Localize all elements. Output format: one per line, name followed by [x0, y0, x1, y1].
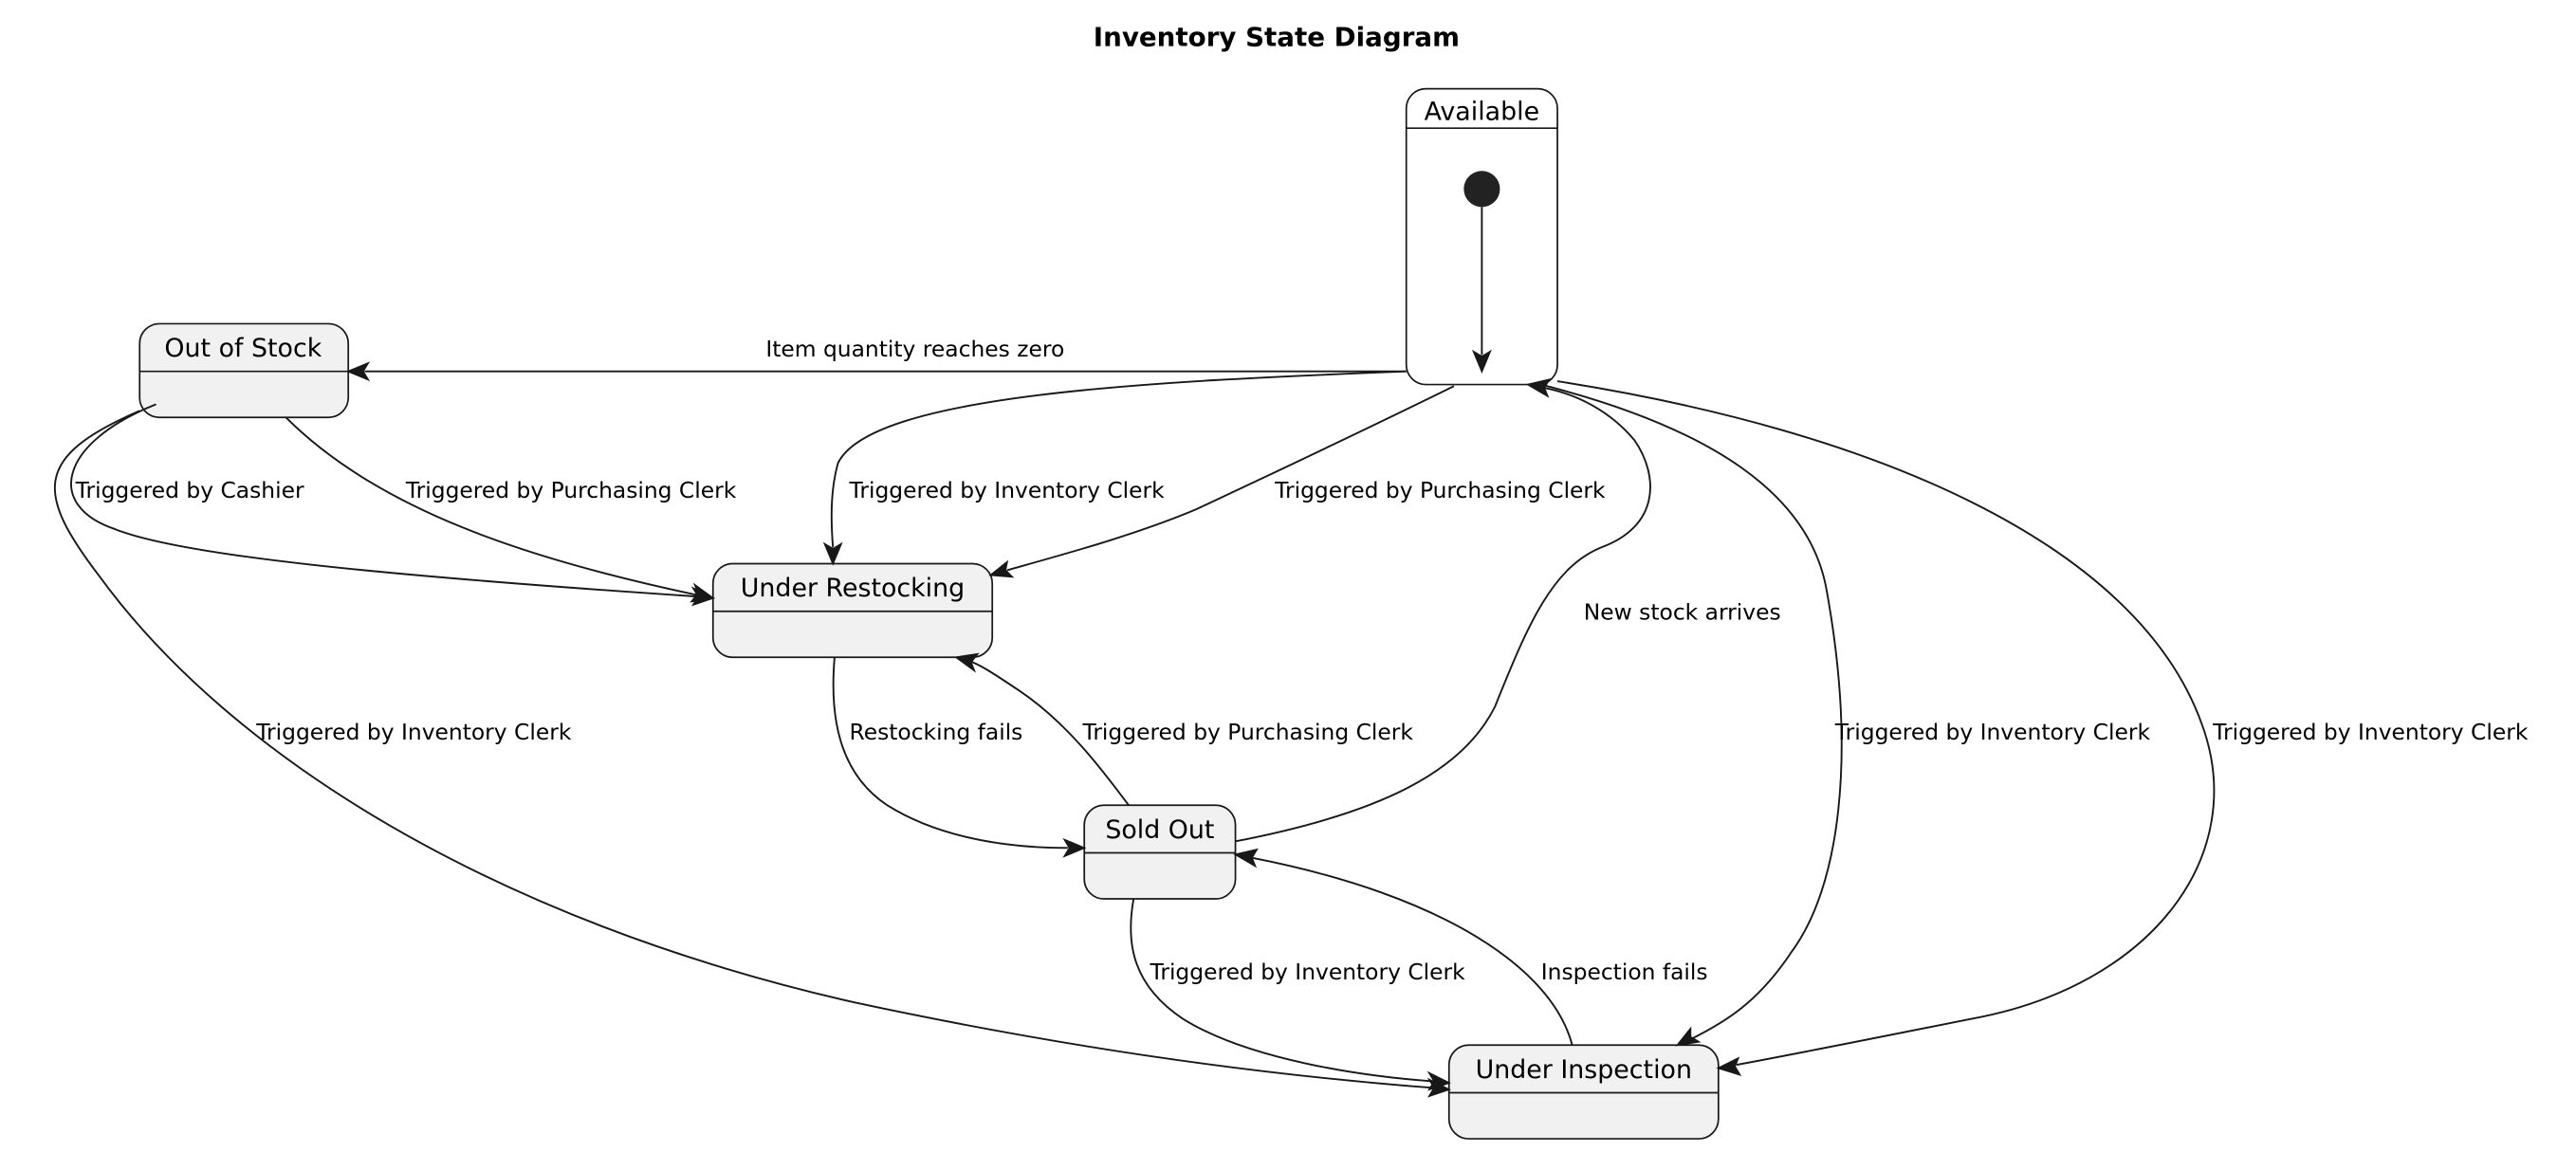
- transition-label: Inspection fails: [1541, 959, 1708, 985]
- transition-label: Triggered by Inventory Clerk: [849, 477, 1166, 503]
- transition-label: Item quantity reaches zero: [765, 336, 1064, 362]
- transition-restocking-soldout: Restocking fails: [832, 657, 1087, 858]
- transition-label: Triggered by Purchasing Clerk: [405, 477, 737, 503]
- transition-available-out-of-stock: Item quantity reaches zero: [345, 336, 1407, 382]
- transition-label: Triggered by Purchasing Clerk: [1274, 477, 1606, 503]
- initial-transition-arrowhead: [1471, 349, 1492, 374]
- state-sold-out-label: Sold Out: [1105, 815, 1214, 845]
- transition-label: Triggered by Inventory Clerk: [1150, 959, 1466, 985]
- transition-soldout-available: New stock arrives: [1235, 378, 1781, 843]
- state-sold-out[interactable]: Sold Out: [1083, 804, 1237, 900]
- state-available-label: Available: [1425, 98, 1539, 127]
- transition-soldout-inspection: Triggered by Inventory Clerk: [1130, 898, 1466, 1091]
- state-available[interactable]: Available: [1405, 87, 1558, 386]
- transition-label: Triggered by Purchasing Clerk: [1081, 719, 1413, 745]
- transition-label: Restocking fails: [850, 719, 1023, 745]
- state-under-inspection-label: Under Inspection: [1476, 1055, 1692, 1085]
- initial-state-dot: [1463, 171, 1500, 208]
- transition-outofstock-inspection: Triggered by Inventory Clerk: [54, 410, 1452, 1098]
- transition-label: New stock arrives: [1584, 598, 1781, 625]
- transition-available-restocking-inventory: Triggered by Inventory Clerk: [822, 370, 1407, 566]
- transition-inspection-soldout: Inspection fails: [1233, 848, 1708, 1046]
- transition-label: Triggered by Inventory Clerk: [1834, 719, 2151, 745]
- transition-available-restocking-purchasing: Triggered by Purchasing Clerk: [988, 385, 1606, 578]
- state-out-of-stock[interactable]: Out of Stock: [138, 322, 350, 419]
- state-out-of-stock-label: Out of Stock: [164, 334, 322, 363]
- transition-soldout-restocking: Triggered by Purchasing Clerk: [953, 652, 1413, 806]
- state-under-inspection[interactable]: Under Inspection: [1447, 1044, 1720, 1140]
- transition-available-inspection-2: Triggered by Inventory Clerk: [1556, 380, 2529, 1076]
- diagram-title: Inventory State Diagram: [1094, 22, 1460, 53]
- transition-label: Triggered by Inventory Clerk: [255, 719, 572, 745]
- transition-outofstock-restocking-purchasing: Triggered by Purchasing Clerk: [285, 416, 737, 603]
- state-under-restocking-label: Under Restocking: [741, 574, 965, 603]
- transition-label: Triggered by Inventory Clerk: [2212, 719, 2529, 745]
- state-under-restocking[interactable]: Under Restocking: [711, 562, 994, 659]
- transition-available-inspection-1: Triggered by Inventory Clerk: [1540, 383, 2151, 1047]
- transition-outofstock-restocking-cashier: Triggered by Cashier: [70, 403, 716, 607]
- transition-label: Triggered by Cashier: [75, 477, 304, 503]
